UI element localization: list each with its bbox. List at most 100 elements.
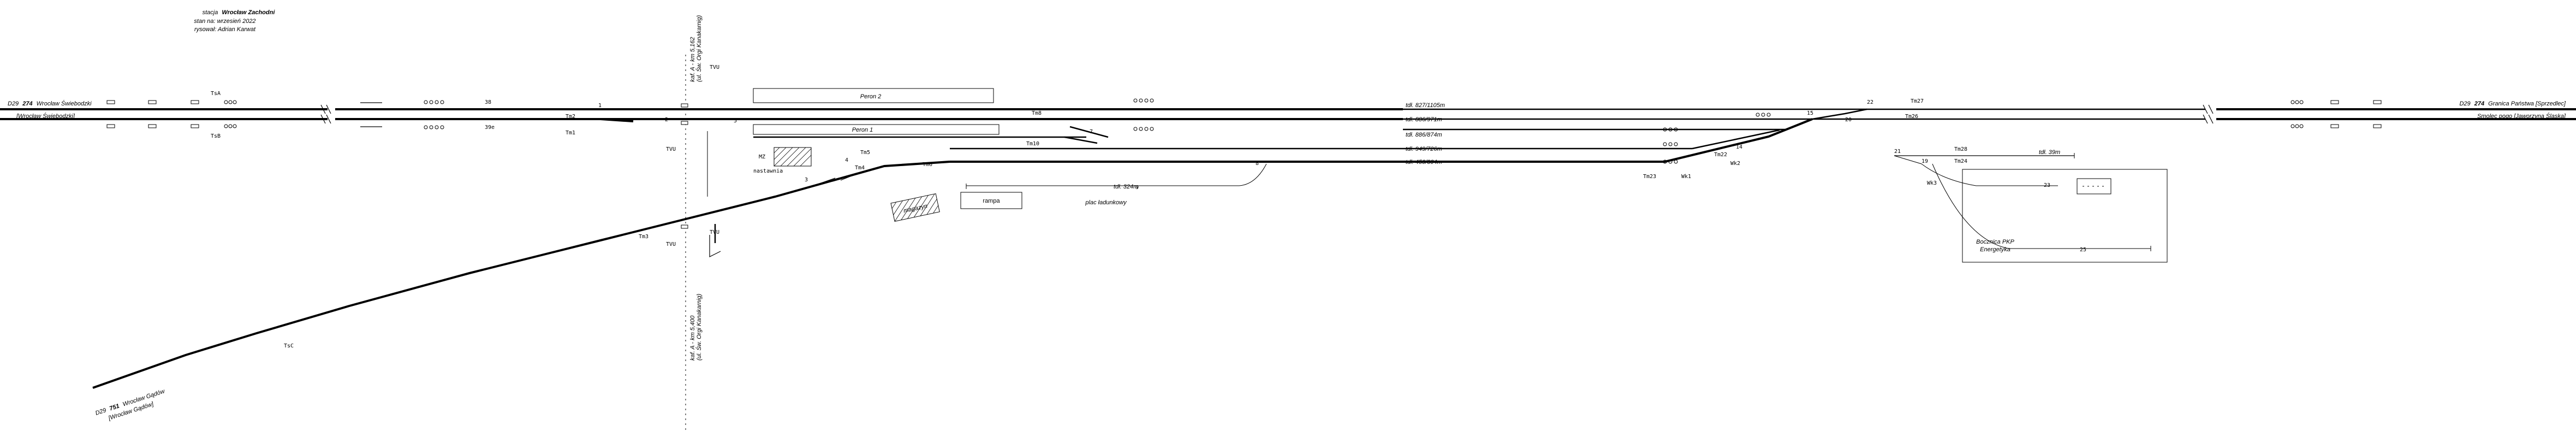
km-2: 2 <box>665 117 668 123</box>
bocznica-area: Bocznica PKP Energetyka <box>1894 155 2168 263</box>
km-39: 39e <box>485 125 495 131</box>
magazyn-label: magazyn <box>903 203 928 214</box>
right-end-station: D29 274 Granica Państwa [Sprzedlec] Smol… <box>2459 101 2566 120</box>
bocznica-label-1: Bocznica PKP <box>1976 239 2014 245</box>
hatched-building <box>774 147 812 167</box>
right-line-number: 274 <box>2474 101 2484 107</box>
viaduct: kaf. A - km 5,162 (ul. Św. Orgi Kanakarn… <box>681 15 721 431</box>
buildings: magazyn rampa plac ładunkowy <box>774 147 1127 222</box>
plac-label: plac ładunkowy <box>1085 199 1127 206</box>
km-3: 3 <box>805 177 808 183</box>
label-wk1: Wk1 <box>1681 174 1691 180</box>
km-21: 21 <box>1894 149 1901 155</box>
viaduct-top-2: (ul. Św. Orgi Kanakarnig) <box>695 15 703 82</box>
km-8: 8 <box>1256 161 1259 167</box>
signal-tm26: Tm26 <box>1905 114 1918 120</box>
track-1-length: tdł. 886/874m <box>1406 132 1442 138</box>
break-mark <box>320 114 326 124</box>
header-prefix: stacja <box>203 9 218 16</box>
track-length-labels: tdł. 827/1105m tdł. 886/971m tdł. 886/87… <box>1114 102 2060 190</box>
km-22: 22 <box>1867 99 1873 105</box>
km-4: 4 <box>845 157 848 163</box>
track-2-length: tdł. 827/1105m <box>1406 102 1445 109</box>
signal-tm27: Tm27 <box>1911 98 1924 104</box>
platform-2-label: Peron 2 <box>860 93 882 100</box>
break-mark <box>2203 114 2208 124</box>
track-4-length: tdł. 886/971m <box>1406 116 1442 123</box>
left-end-station: D29 274 Wrocław Świebodzki [Wrocław Świe… <box>8 100 92 120</box>
break-mark <box>2203 104 2208 114</box>
bocznica-track-23 <box>1894 155 2058 186</box>
marker-group-right <box>2291 100 2382 128</box>
km-9: 9 <box>1135 185 1139 191</box>
crossover <box>1064 136 1098 144</box>
signal-tvu-mid: TVU <box>666 146 676 152</box>
signal-tm22: Tm22 <box>1714 152 1727 158</box>
bocznica-label-2: Energetyka <box>1980 246 2010 253</box>
left-station: Wrocław Świebodzki <box>37 100 92 107</box>
signal-tsa: TsA <box>211 91 221 97</box>
signal-tvu-bottom: TVU <box>710 229 719 235</box>
right-station: Granica Państwa [Sprzedlec] <box>2488 101 2566 107</box>
break-mark <box>326 104 331 114</box>
header-author: rysował: Adrian Karwat <box>194 26 256 33</box>
svg-text:D29 274 Granica Pa: D29 274 Granica Państwa [Sprzedlec] <box>2459 101 2566 107</box>
signal-tm10: Tm10 <box>1026 141 1039 147</box>
left-line-label: D29 <box>8 101 19 107</box>
header-date: stan na: wrzesień 2022 <box>194 18 255 25</box>
bocznica-frame <box>1962 169 2168 263</box>
km-23: 23 <box>2044 182 2050 188</box>
right-line-label: D29 <box>2459 101 2470 107</box>
signal-tm21: Tm23 <box>1643 174 1656 180</box>
signal-tm4: Tm4 <box>855 165 865 171</box>
marker-group <box>106 100 237 128</box>
signal-tvu-low: TVU <box>666 241 676 247</box>
break-mark <box>320 104 326 114</box>
label-wk3: Wk3 <box>1927 180 1937 186</box>
junction-diag <box>1692 129 1780 150</box>
signals: TsA TsB TsC 38 39e Tm2 Tm1 Tm3 TVU TVU T… <box>106 64 2382 349</box>
signal-tm24: Tm24 <box>1954 158 1967 164</box>
bocznica-track-25 <box>1932 163 2151 249</box>
signal-tm28: Tm28 <box>1954 146 1967 152</box>
rampa-building <box>960 192 1022 209</box>
break-mark <box>2208 114 2214 124</box>
junction-diag <box>1812 108 1867 120</box>
main-tracks-right <box>1403 104 2576 163</box>
viaduct-top-1: kaf. A - km 5,162 <box>689 37 696 82</box>
signal-tvu-top: TVU <box>710 64 719 70</box>
signal-tm1: Tm1 <box>566 130 575 136</box>
platform-1-label: Peron 1 <box>852 127 873 133</box>
signal-tsc: TsC <box>284 343 294 349</box>
signal-tm8: Tm8 <box>1032 110 1042 116</box>
crossover <box>1069 126 1109 138</box>
label-wk2: Wk2 <box>1730 161 1740 167</box>
magazyn-building <box>890 193 940 222</box>
main-tracks-left <box>0 104 1403 124</box>
km-38: 38 <box>485 99 491 105</box>
diag-line-label: D29 <box>94 407 107 417</box>
km-1: 1 <box>598 103 602 109</box>
platform-1 <box>753 124 1000 135</box>
platform-2 <box>753 88 994 103</box>
diagram-header: stacja Wrocław Zachodni stan na: wrzesie… <box>194 9 275 33</box>
left-line-number: 274 <box>22 101 32 107</box>
track-8-length: tdł. 324m <box>1114 184 1138 190</box>
km-7: 7 <box>1090 129 1093 135</box>
break-mark <box>326 114 331 124</box>
km-14: 14 <box>1736 144 1742 150</box>
label-mz: MZ <box>759 154 765 160</box>
break-mark <box>2208 104 2214 114</box>
track-5-length: tdł. 450/304m <box>1406 159 1442 166</box>
km-20: 20 <box>1845 117 1852 123</box>
diag-line-number: 751 <box>109 403 120 412</box>
platforms: Peron 2 Peron 1 <box>753 88 1000 135</box>
short-spur <box>840 175 852 181</box>
signal-tm3: Tm3 <box>639 234 649 240</box>
right-sub-station: Smolec pogo [Jaworzyna Śląska] <box>2477 113 2566 120</box>
svg-text:D29 274 Wrocław Św: D29 274 Wrocław Świebodzki <box>8 100 92 107</box>
signal-tsb: TsB <box>211 133 221 139</box>
signal-tm6: Tm6 <box>923 162 932 168</box>
junction-diag <box>1664 118 1813 163</box>
